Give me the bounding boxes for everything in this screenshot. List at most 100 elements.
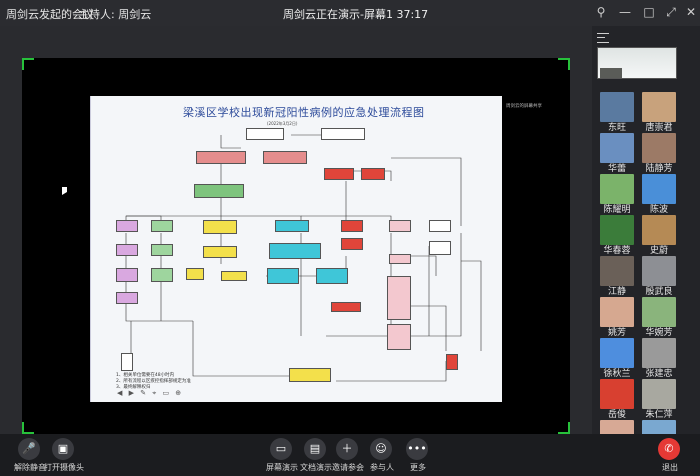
camera-button[interactable]: ▣ 打开摄像头 xyxy=(42,438,86,476)
flow-node xyxy=(316,268,348,284)
flow-node xyxy=(151,244,173,256)
note-line: 2、所有流程以区疾控指挥部规定为准 xyxy=(116,379,191,384)
flow-node xyxy=(116,268,138,282)
share-screen-button[interactable]: ▭ 屏幕演示 xyxy=(260,438,304,476)
camera-label: 打开摄像头 xyxy=(44,463,84,472)
participant-tile[interactable]: 史蔚 xyxy=(642,215,676,256)
focus-corner xyxy=(22,58,34,70)
flow-node xyxy=(341,220,363,232)
mouse-cursor xyxy=(62,187,68,195)
flow-node xyxy=(341,238,363,250)
avatar xyxy=(642,174,676,204)
participant-name: 华婉芳 xyxy=(645,328,673,338)
avatar xyxy=(642,338,676,368)
participant-tile[interactable]: 朱仁萍 xyxy=(642,379,676,420)
people-icon: ☺ xyxy=(370,438,392,460)
more-button[interactable]: ••• 更多 xyxy=(396,438,440,476)
slide-toolbar[interactable]: ◀ ▶ ✎ ⌖ ▭ ⊕ xyxy=(117,389,184,397)
pin-icon[interactable]: ⚲ xyxy=(596,5,606,19)
avatar xyxy=(600,92,634,122)
slide-date: (2022年3月2日) xyxy=(267,121,298,126)
flow-node xyxy=(203,220,237,234)
avatar xyxy=(642,215,676,245)
participant-tile[interactable]: 唐崇君 xyxy=(642,92,676,133)
avatar xyxy=(642,92,676,122)
slide-notes: 1、相关单位需要在48小时内 2、所有流程以区疾控指挥部规定为准 3、最终解释权… xyxy=(116,373,191,391)
participant-name: 史蔚 xyxy=(649,246,668,256)
host-label: 主持人: 周剑云 xyxy=(78,8,152,21)
avatar xyxy=(642,133,676,163)
close-icon[interactable]: ✕ xyxy=(685,5,697,19)
participants-label: 参与人 xyxy=(370,463,394,472)
mic-off-icon: 🎤 xyxy=(18,438,40,460)
flow-node xyxy=(389,220,411,232)
maximize-icon[interactable]: □ xyxy=(643,5,655,19)
participant-tile[interactable]: 张建忠 xyxy=(642,338,676,379)
participant-tile[interactable]: 华春蓉 xyxy=(600,215,634,256)
participant-tile[interactable]: 华婉芳 xyxy=(642,297,676,338)
flow-node xyxy=(121,353,133,371)
flow-node xyxy=(116,244,138,256)
participant-tile[interactable]: 陆静芳 xyxy=(642,133,676,174)
participant-name: 殷武良 xyxy=(645,287,673,297)
self-video-tile[interactable] xyxy=(597,47,677,79)
list-menu-icon[interactable] xyxy=(597,33,609,43)
flow-node xyxy=(321,128,365,140)
participant-tile[interactable]: 姚芳 xyxy=(600,297,634,338)
invite-button[interactable]: ＋ 邀请参会 xyxy=(326,438,370,476)
participant-tile[interactable]: 岳俊 xyxy=(600,379,634,420)
fullscreen-icon[interactable]: ⤢ xyxy=(666,5,676,19)
unmute-button[interactable]: 🎤 解除静音 xyxy=(8,438,52,476)
avatar xyxy=(642,256,676,286)
camera-off-icon: ▣ xyxy=(52,438,74,460)
note-line: 1、相关单位需要在48小时内 xyxy=(116,373,175,378)
share-screen-icon: ▭ xyxy=(270,438,292,460)
document-share-button[interactable]: ▤ 文档演示 xyxy=(294,438,338,476)
focus-corner xyxy=(558,58,570,70)
share-screen-label: 屏幕演示 xyxy=(266,463,298,472)
flow-node xyxy=(361,168,385,180)
flow-node xyxy=(331,302,361,312)
participant-tile[interactable]: 华蕾 xyxy=(600,133,634,174)
slide: 梁溪区学校出现新冠阳性病例的应急处理流程图 (2022年3月2日) xyxy=(90,96,502,402)
flow-node xyxy=(446,354,458,370)
participant-name: 岳俊 xyxy=(607,410,626,420)
flow-node xyxy=(289,368,331,382)
flow-node xyxy=(194,184,244,198)
participant-name: 陈波 xyxy=(649,205,668,215)
flow-node xyxy=(196,151,246,164)
flow-node xyxy=(116,292,138,304)
unmute-label: 解除静音 xyxy=(14,463,46,472)
more-icon: ••• xyxy=(406,438,428,460)
document-icon: ▤ xyxy=(304,438,326,460)
participant-tile[interactable]: 殷武良 xyxy=(642,256,676,297)
share-status: 周剑云正在演示-屏幕1 37:17 xyxy=(283,8,429,21)
flow-node xyxy=(151,268,173,282)
add-person-icon: ＋ xyxy=(336,438,358,460)
participant-tile[interactable]: 东旺 xyxy=(600,92,634,133)
participants-button[interactable]: ☺ 参与人 xyxy=(360,438,404,476)
participant-tile[interactable]: 陈耀明 xyxy=(600,174,634,215)
exit-label: 退出 xyxy=(662,463,678,472)
avatar xyxy=(642,379,676,409)
flow-node xyxy=(151,220,173,232)
flow-node xyxy=(275,220,309,232)
more-label: 更多 xyxy=(410,463,426,472)
flow-node xyxy=(263,151,307,164)
focus-corner xyxy=(558,422,570,434)
minimized-share-label[interactable]: 周剑云的屏幕共享 xyxy=(506,104,542,109)
exit-button[interactable]: ✆ 退出 xyxy=(648,438,692,476)
participant-name: 华春蓉 xyxy=(603,246,631,256)
meeting-title: 周剑云发起的会议 xyxy=(6,8,94,21)
flow-node xyxy=(429,220,451,232)
participant-tile[interactable]: 徐秋兰 xyxy=(600,338,634,379)
minimize-icon[interactable]: — xyxy=(619,5,631,19)
avatar xyxy=(642,297,676,327)
participant-name: 陈耀明 xyxy=(603,205,631,215)
participant-tile[interactable]: 江静 xyxy=(600,256,634,297)
flow-node xyxy=(267,268,299,284)
participant-tile[interactable]: 陈波 xyxy=(642,174,676,215)
participant-name: 唐崇君 xyxy=(645,123,673,133)
avatar xyxy=(600,338,634,368)
shared-screen: 梁溪区学校出现新冠阳性病例的应急处理流程图 (2022年3月2日) xyxy=(22,58,570,434)
